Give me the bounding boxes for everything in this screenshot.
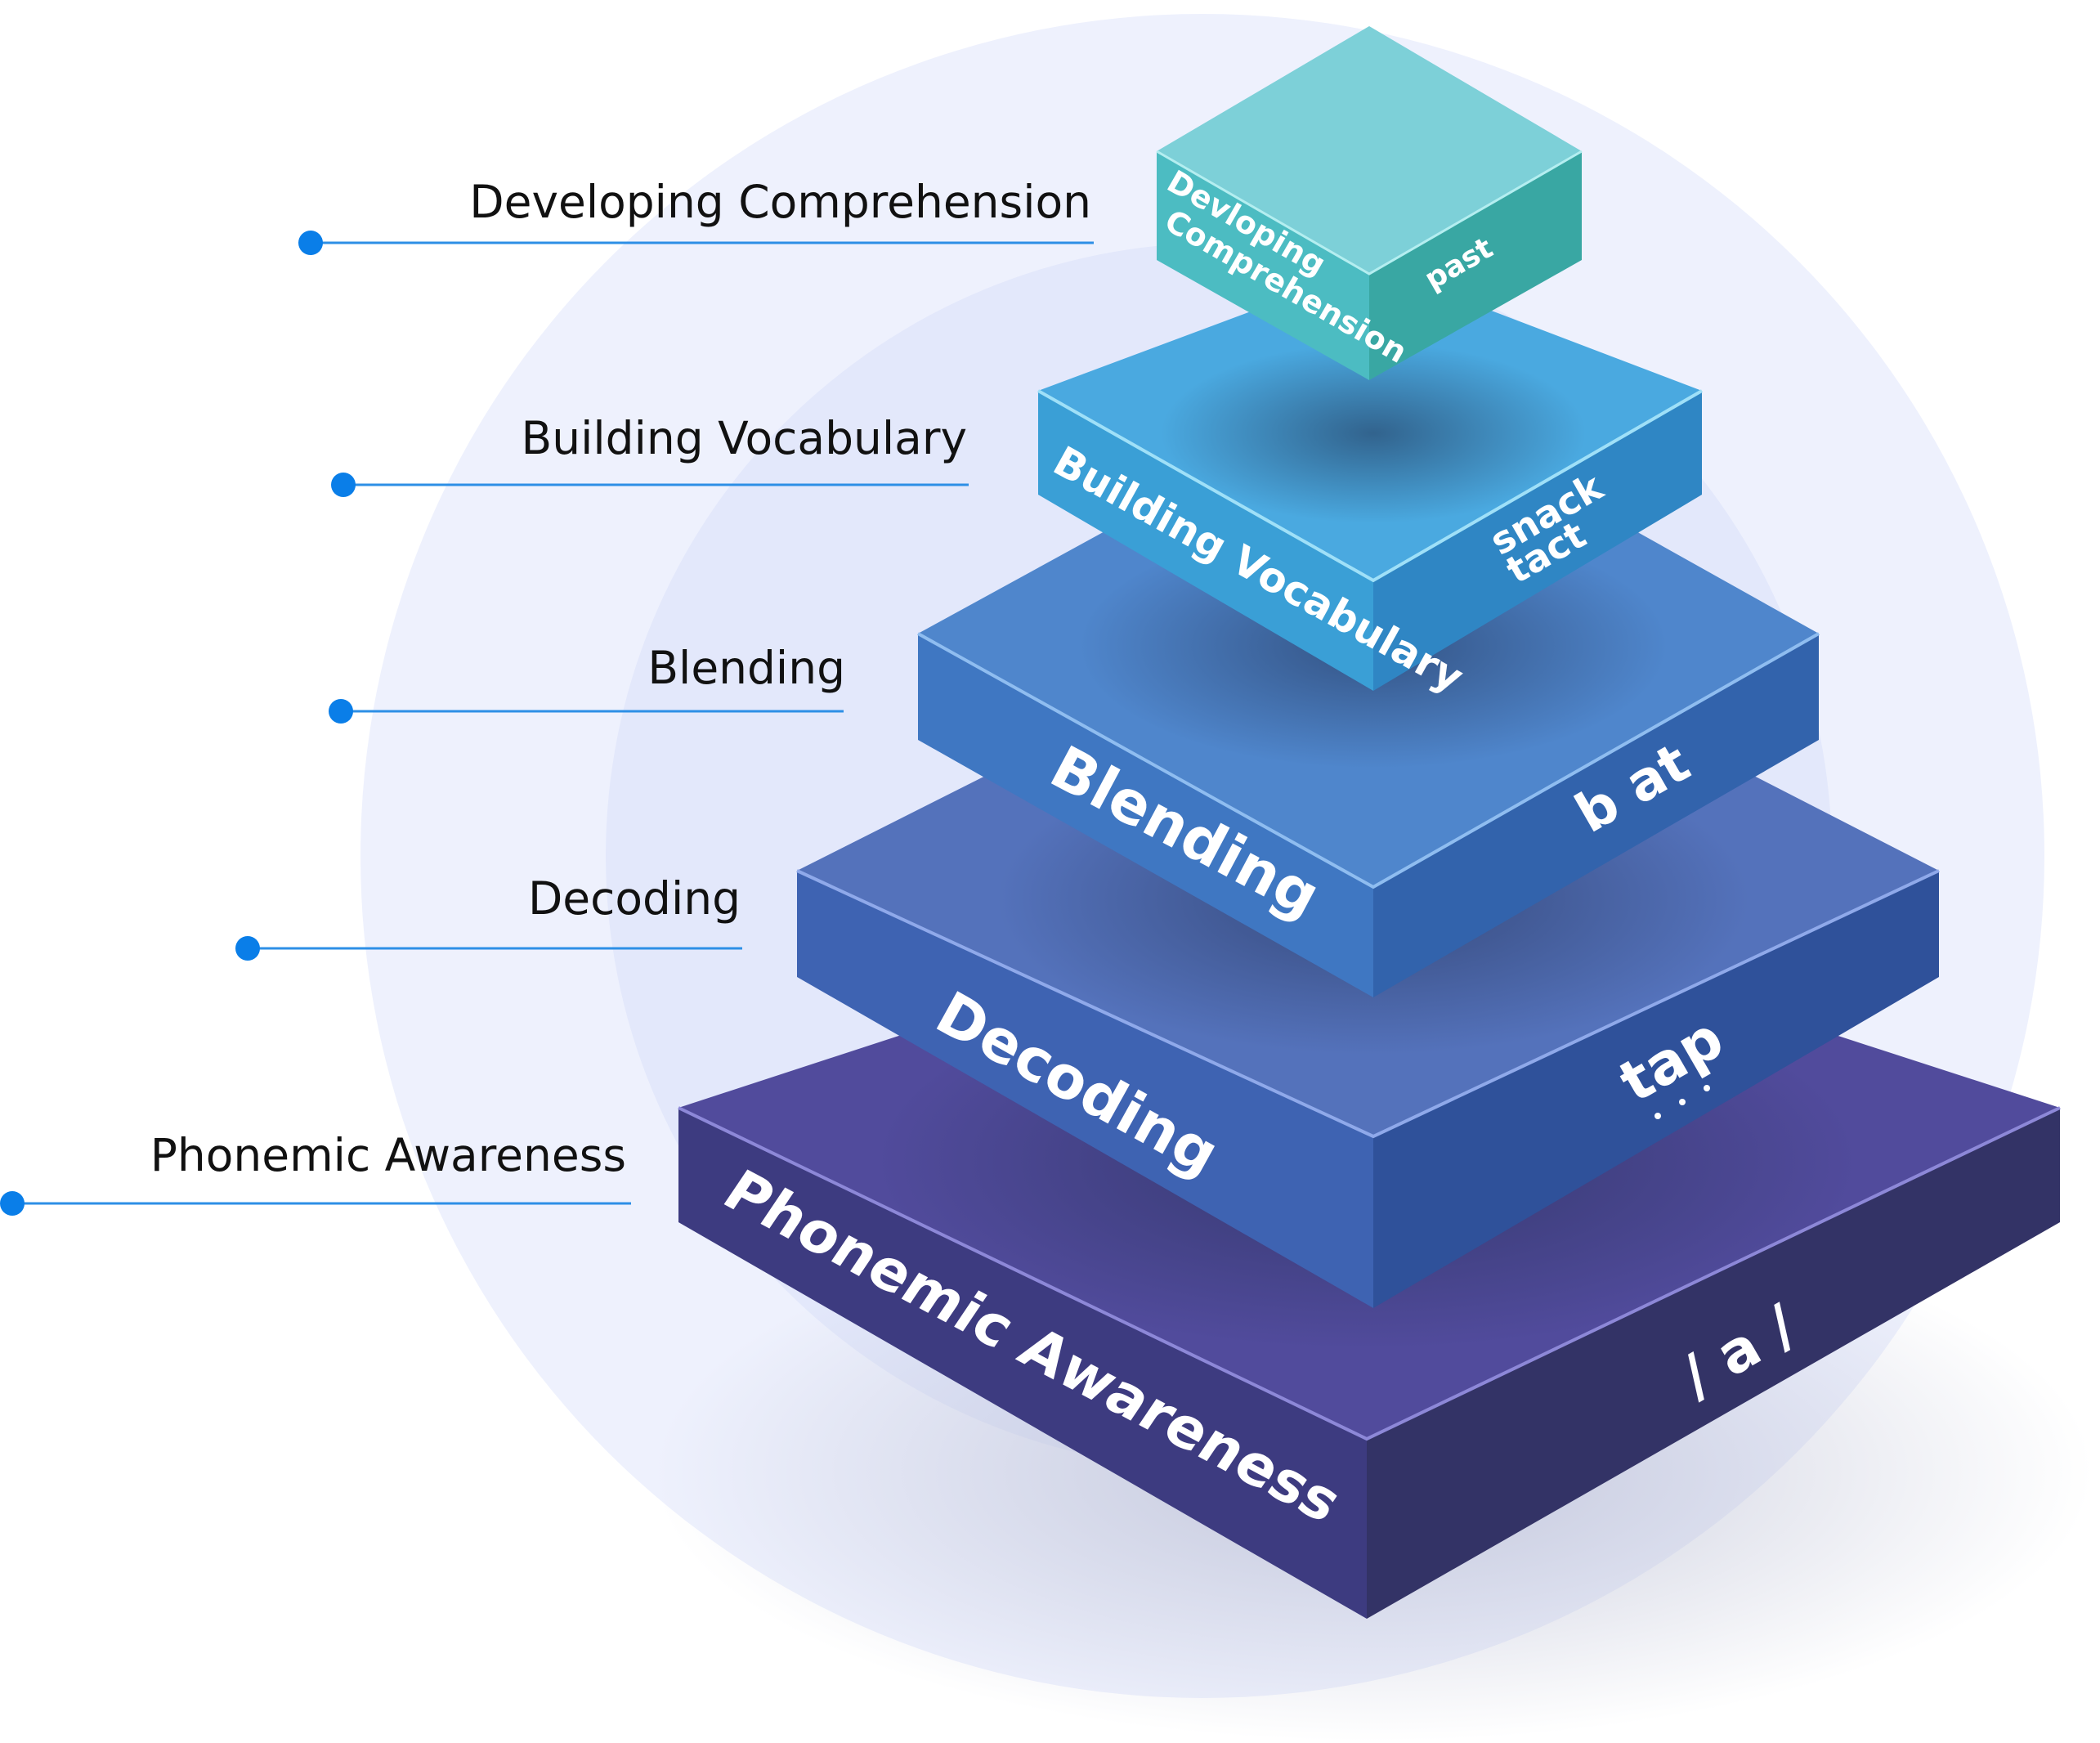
- level-developing-comprehension: Devloping Comprehension past: [1156, 26, 1583, 380]
- callout-label-decoding: Decoding: [528, 872, 741, 925]
- phonemic-awareness-edge: [678, 1106, 2061, 1441]
- building-vocabulary-right-face: [1373, 391, 1702, 691]
- callout-blending: Blending: [329, 642, 845, 724]
- phonemic-awareness-right-face: [1367, 1108, 2060, 1619]
- callout-decoding: Decoding: [235, 872, 742, 961]
- callout-label-phonemic-awareness: Phonemic Awareness: [150, 1129, 626, 1181]
- blending-left-face: [918, 634, 1373, 997]
- decoding-edge: [796, 869, 1940, 1139]
- callout-dot: [298, 231, 323, 255]
- blending-edge: [917, 632, 1820, 889]
- phonemic-awareness-left-face: [678, 1108, 1367, 1619]
- blending-right-face: [1373, 634, 1819, 997]
- developing-comprehension-edge: [1156, 150, 1583, 276]
- building-vocabulary-top-shade: [1161, 343, 1586, 523]
- building-vocabulary-left-face: [1038, 391, 1373, 691]
- building-vocabulary-edge: [1037, 389, 1703, 583]
- callout-label-blending: Blending: [647, 642, 845, 694]
- callout-dot: [235, 936, 260, 961]
- level-building-vocabulary: Building Vocabulary snack tact: [1037, 266, 1703, 701]
- callout-dot: [331, 473, 356, 497]
- decoding-sound-dots: [1654, 1085, 1710, 1119]
- callout-label-building-vocabulary: Building Vocabulary: [522, 412, 967, 464]
- developing-comprehension-left-face: [1157, 151, 1369, 380]
- callout-phonemic-awareness: Phonemic Awareness: [0, 1129, 631, 1216]
- developing-comprehension-right-face: [1369, 151, 1582, 380]
- decoding-left-face: [797, 871, 1373, 1308]
- decoding-right-face: [1373, 871, 1939, 1308]
- callout-developing-comprehension: Developing Comprehension: [298, 176, 1094, 255]
- callout-building-vocabulary: Building Vocabulary: [331, 412, 969, 497]
- callout-dot: [329, 699, 353, 724]
- callout-label-developing-comprehension: Developing Comprehension: [469, 176, 1091, 228]
- callout-dot: [0, 1191, 25, 1216]
